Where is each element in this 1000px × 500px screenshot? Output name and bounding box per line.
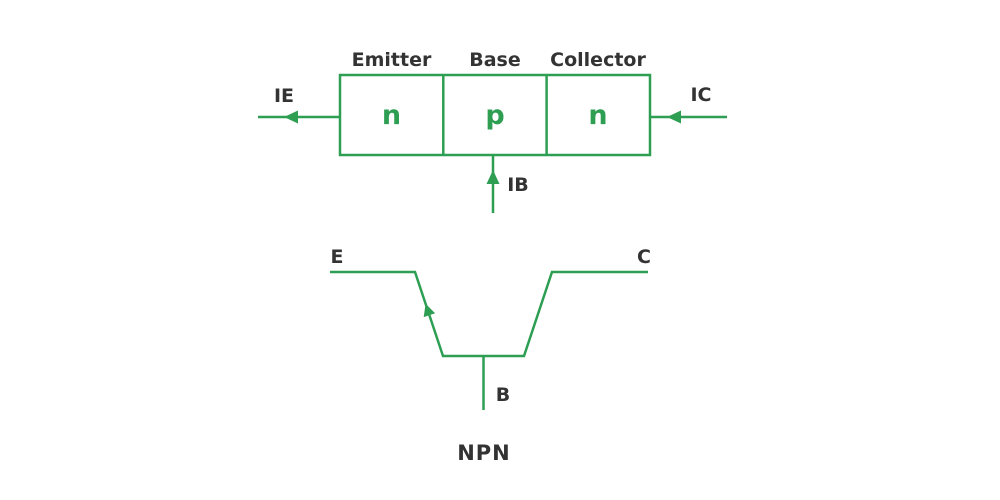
npn-caption: NPN (457, 441, 511, 465)
arrowheads (284, 110, 681, 318)
text-labels: Emitter Base Collector IE IC IB E C B NP… (274, 49, 712, 465)
line-work (258, 73, 727, 410)
emitter-header-label: Emitter (352, 49, 432, 71)
emitter-symbol-arrow-icon (423, 303, 436, 318)
transistor-block-outline (338, 73, 652, 157)
base-header-label: Base (469, 49, 521, 71)
emitter-current-label: IE (274, 85, 294, 107)
emitter-current-arrow-icon (284, 110, 298, 124)
emitter-terminal-label: E (331, 246, 344, 268)
base-current-label: IB (507, 174, 529, 196)
collector-header-label: Collector (550, 49, 646, 71)
base-layer-label: p (485, 100, 504, 131)
collector-terminal-label: C (637, 246, 651, 268)
transistor-symbol-path (330, 270, 648, 358)
emitter-layer-label: n (382, 100, 401, 131)
collector-current-label: IC (690, 84, 711, 106)
collector-layer-label: n (588, 100, 607, 131)
collector-current-arrow-icon (667, 110, 681, 124)
base-terminal-label: B (496, 384, 510, 406)
layer-labels: n p n (382, 100, 608, 131)
base-current-arrow-icon (486, 170, 500, 184)
